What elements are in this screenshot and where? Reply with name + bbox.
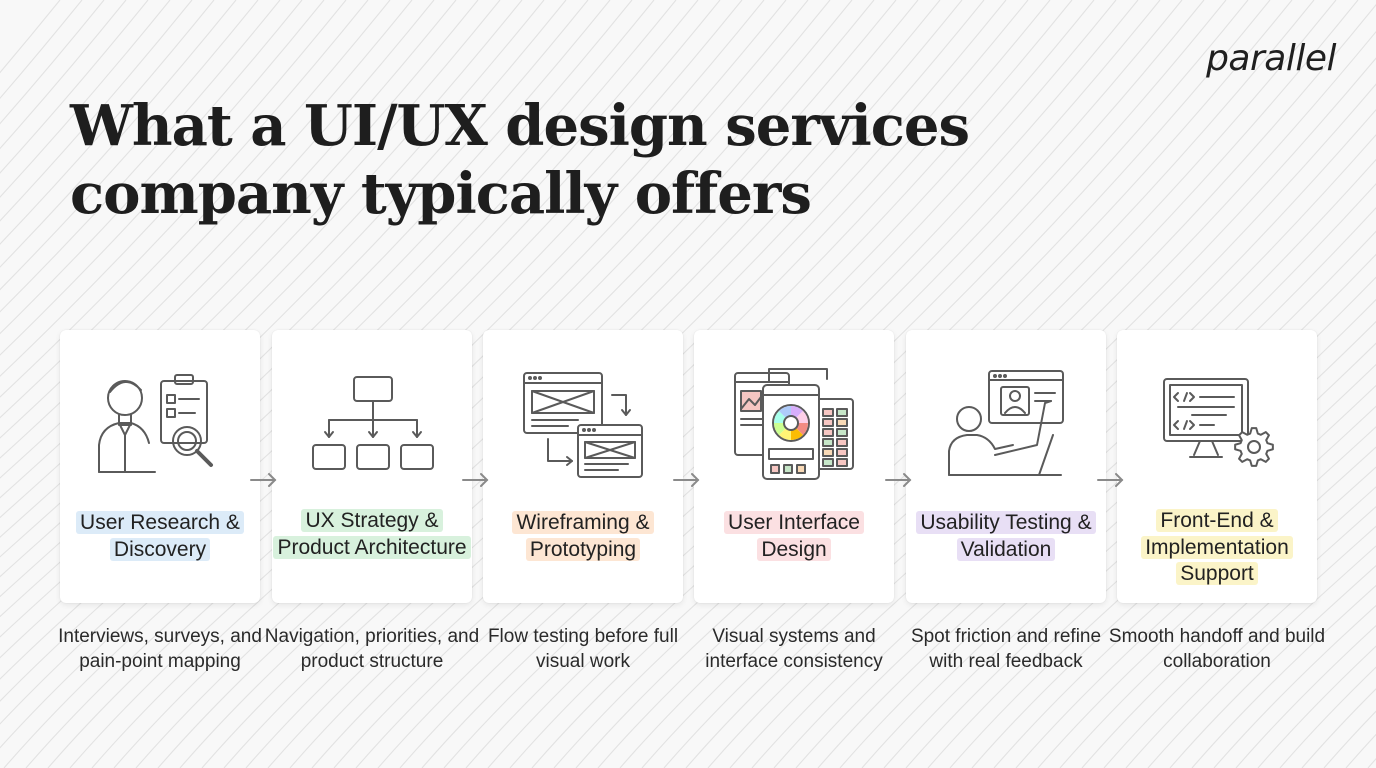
arrow-right-icon [1097,473,1124,487]
step-label-text: Wireframing & Prototyping [512,511,654,561]
step-description: Interviews, surveys, and pain-point mapp… [58,626,262,672]
step-label-text: User Interface Design [724,511,864,561]
title-line-2: company typically offers [70,161,812,227]
step-label: Front-End & Implementation Support [1117,508,1317,588]
swatch-cell [822,418,834,427]
user-research-icon [98,374,213,473]
swatch-cell [836,438,848,447]
swatch-cell [836,458,848,467]
step-card-wireframing: Wireframing & Prototyping [483,330,683,603]
step-description: Navigation, priorities, and product stru… [264,626,480,672]
usability-test-icon [948,370,1064,476]
arrow-right-icon [885,473,912,487]
gear-shape [1234,427,1274,467]
step-label: User Research & Discovery [60,510,260,563]
step-card-user-research: User Research & Discovery [60,330,260,603]
swatch-cell [836,418,848,427]
swatch-cell [836,448,848,457]
arrow-right-icon [250,473,277,487]
wireframe-icon [523,372,643,478]
swatch-cell [836,408,848,417]
gear-hub [1247,440,1261,454]
swatch-cell [822,458,834,467]
arrow-right-icon [673,473,700,487]
step-card-ui-design: User Interface Design [694,330,894,603]
swatch-cell [822,438,834,447]
step-card-usability-testing: Usability Testing & Validation [906,330,1106,603]
step-label: Wireframing & Prototyping [483,510,683,563]
step-card-front-end: Front-End & Implementation Support [1117,330,1317,603]
step-label: User Interface Design [694,510,894,563]
step-description: Visual systems and interface consistency [705,626,883,672]
ui-palette-icon [734,368,854,480]
title-line-1: What a UI/UX design services [70,93,970,159]
step-label-text: Usability Testing & Validation [916,511,1096,561]
step-description: Flow testing before full visual work [487,626,679,672]
step-card-ux-strategy: UX Strategy & Product Architecture [272,330,472,603]
step-description: Spot friction and refine with real feedb… [910,626,1102,672]
step-label-text: User Research & Discovery [76,511,244,561]
swatch-cell [822,428,834,437]
sitemap-icon [312,376,434,470]
swatch-cell [822,408,834,417]
swatch-cell [836,428,848,437]
step-label-text: Front-End & Implementation Support [1141,509,1293,585]
step-label-text: UX Strategy & Product Architecture [273,509,471,559]
step-description: Smooth handoff and build collaboration [1108,626,1326,672]
arrow-right-icon [462,473,489,487]
code-gear-icon [1163,378,1274,467]
step-label: UX Strategy & Product Architecture [272,508,472,561]
swatch-cell [822,448,834,457]
brand-logo: parallel [1206,38,1336,79]
page-title: What a UI/UX design services company typ… [70,92,970,228]
step-label: Usability Testing & Validation [906,510,1106,563]
